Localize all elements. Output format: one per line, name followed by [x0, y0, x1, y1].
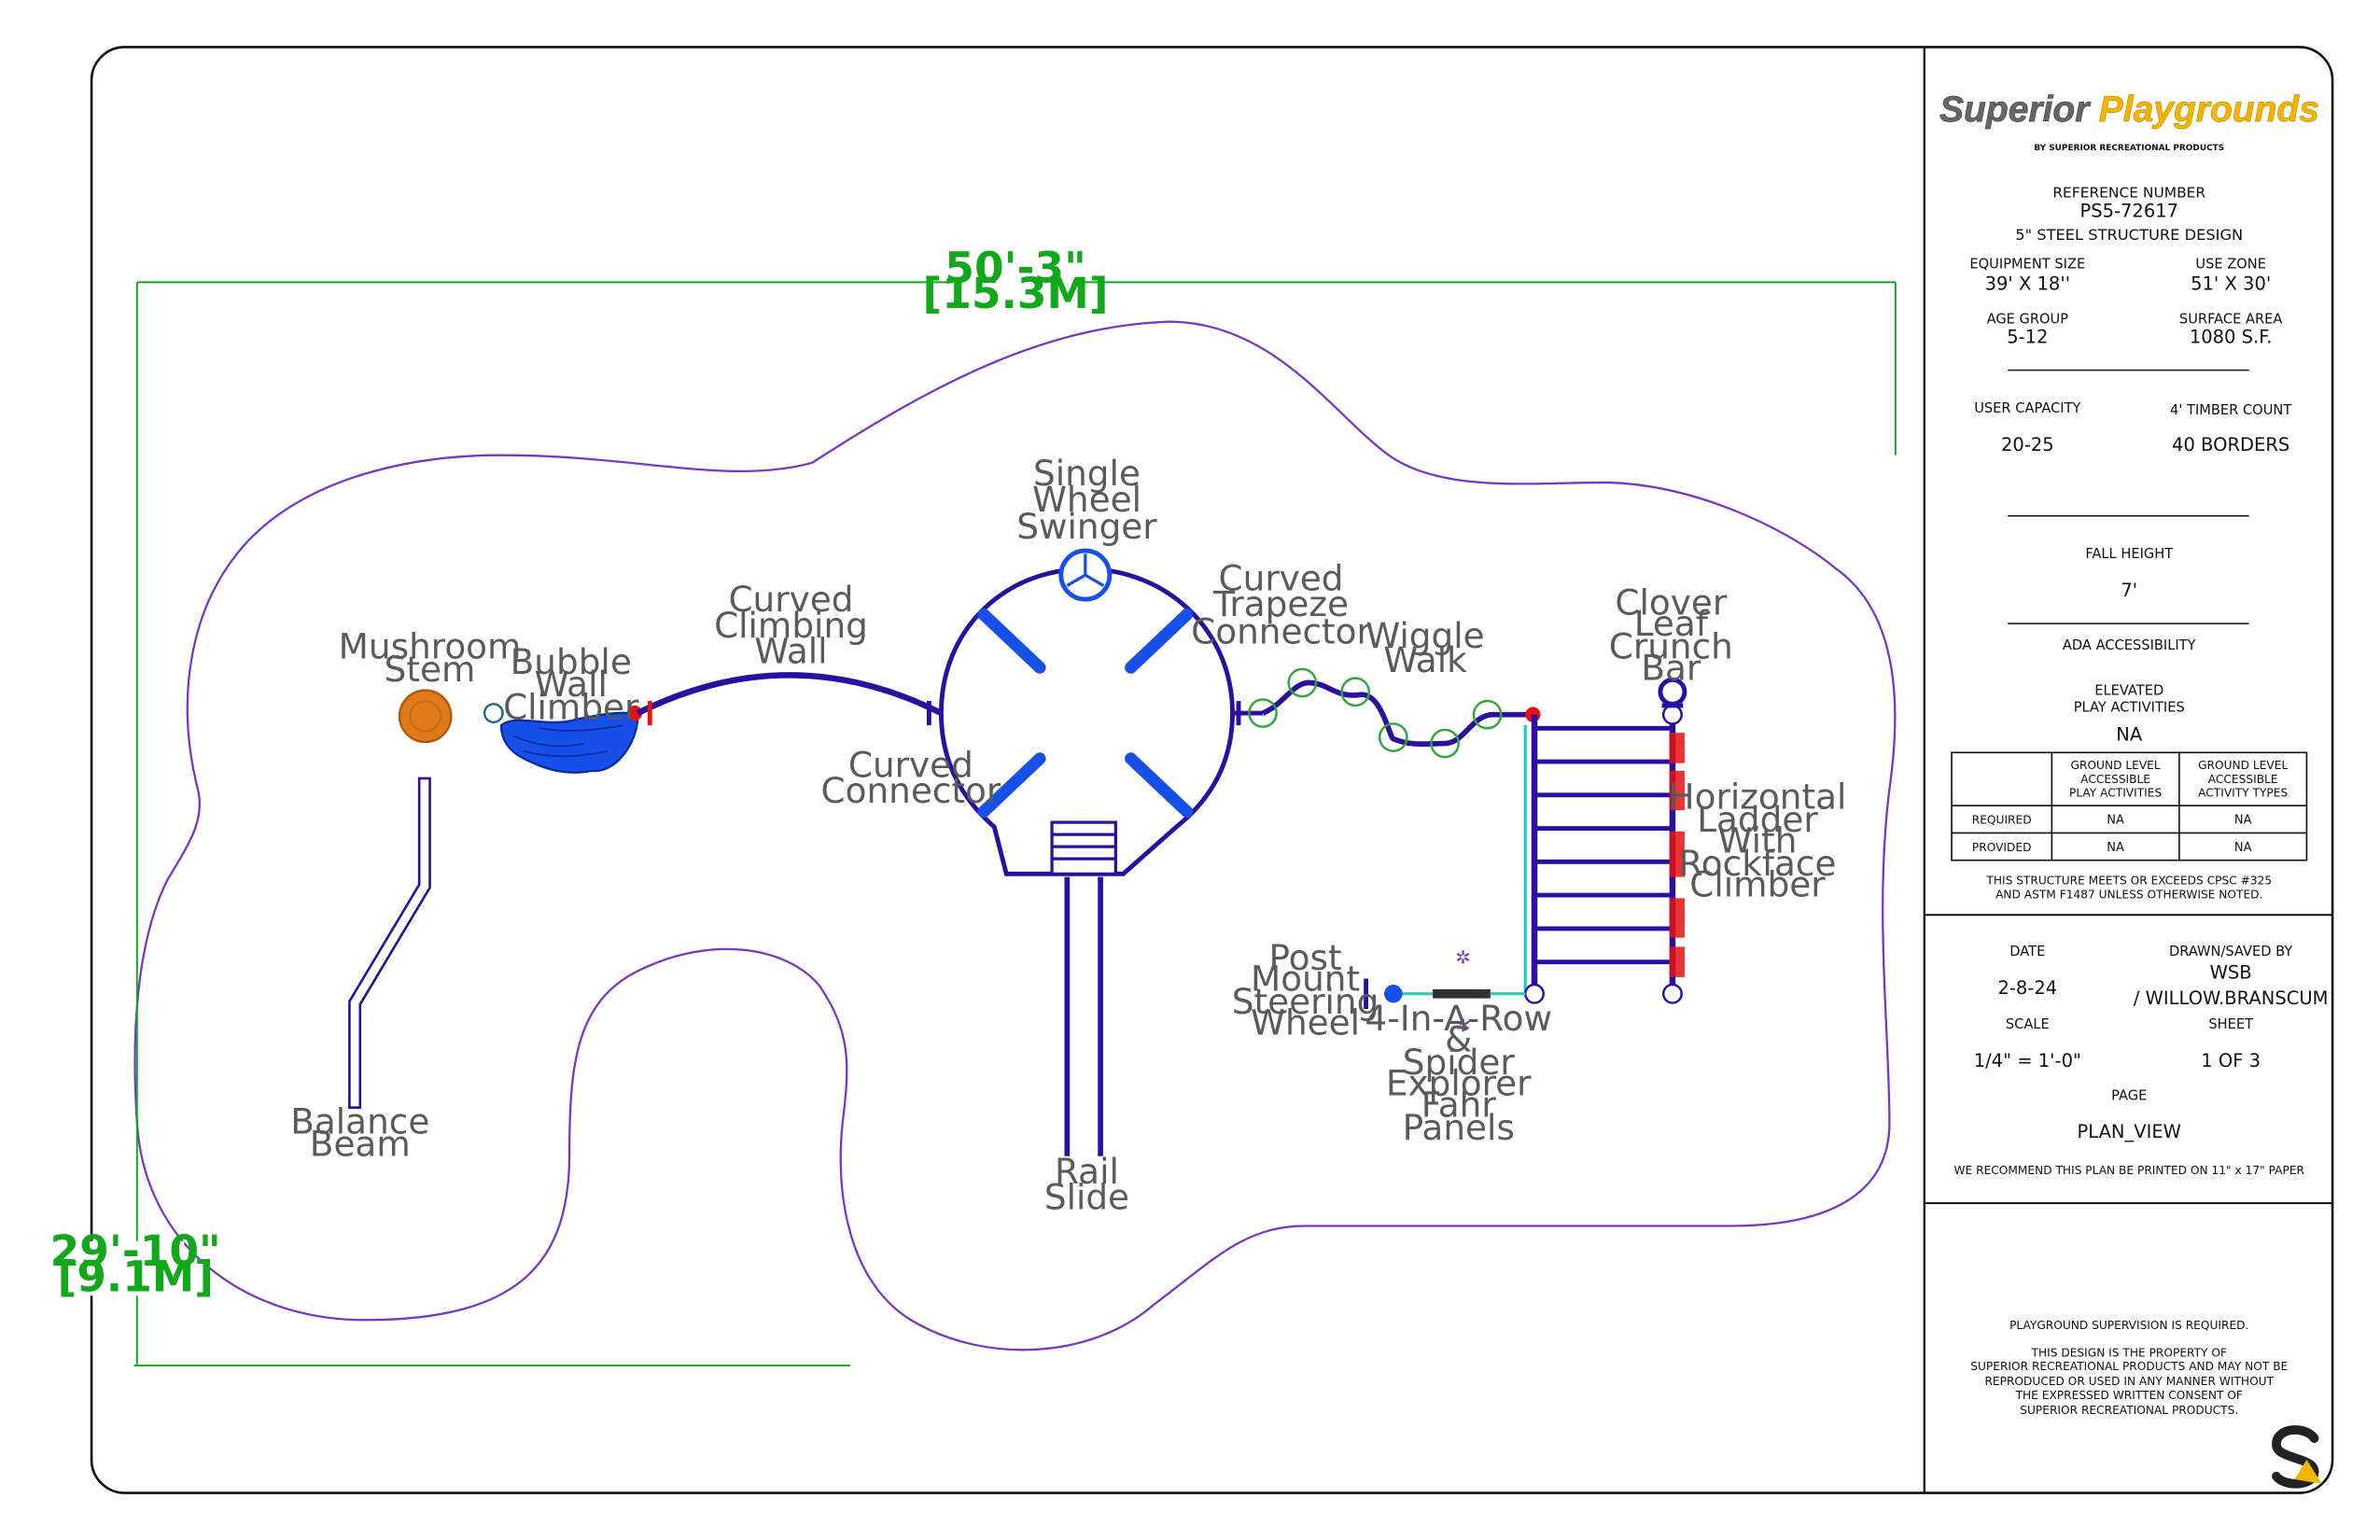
- logo-superior: Superior: [1939, 90, 2091, 130]
- property-line-5: SUPERIOR RECREATIONAL PRODUCTS.: [2020, 1404, 2238, 1417]
- balance-beam: [348, 777, 431, 1109]
- superior-s-mark-icon: [2272, 1425, 2322, 1489]
- page-label: PAGE: [2111, 1088, 2147, 1104]
- four-in-a-row-panels: ✲ ✲: [1364, 947, 1526, 1036]
- fall-height-label: FALL HEIGHT: [2085, 546, 2173, 562]
- date: 2-8-24: [1997, 977, 2057, 999]
- scale: 1/4" = 1'-0": [1974, 1050, 2081, 1071]
- structure-design: 5" STEEL STRUCTURE DESIGN: [2015, 226, 2243, 244]
- drawn-label: DRAWN/SAVED BY: [2169, 944, 2292, 959]
- use-zone: 51' X 30': [2191, 273, 2271, 294]
- table-row-provided: PROVIDED: [1972, 841, 2032, 854]
- central-deck: [938, 567, 1235, 876]
- wiggle-walk: [1232, 667, 1541, 759]
- equipment-size-label: EQUIPMENT SIZE: [1969, 257, 2085, 273]
- drawn-by-name: / WILLOW.BRANSCUM: [2134, 987, 2329, 1009]
- property-line-1: THIS DESIGN IS THE PROPERTY OF: [2031, 1346, 2227, 1359]
- depth-dimension: 29'-10" [9.1M]: [50, 1226, 221, 1302]
- sheet-border: [90, 46, 2334, 1494]
- property-line-2: SUPERIOR RECREATIONAL PRODUCTS AND MAY N…: [1970, 1360, 2288, 1373]
- rail-slide: [1064, 876, 1103, 1156]
- mushroom-ring: [409, 700, 441, 733]
- spider-marker-icon: ✲: [1455, 1015, 1470, 1036]
- timber-count: 40 BORDERS: [2172, 434, 2289, 455]
- supervision-note: PLAYGROUND SUPERVISION IS REQUIRED.: [2009, 1319, 2248, 1332]
- elevated-label-1: ELEVATED: [2094, 683, 2163, 699]
- fall-height: 7': [2121, 580, 2137, 601]
- width-dimension: 50'-3" [15.3M]: [133, 243, 1897, 1367]
- reference-label: REFERENCE NUMBER: [2052, 184, 2205, 201]
- compliance-line-1: THIS STRUCTURE MEETS OR EXCEEDS CPSC #32…: [1985, 875, 2272, 888]
- table-row-required: REQUIRED: [1972, 814, 2032, 827]
- property-line-3: REPRODUCED OR USED IN ANY MANNER WITHOUT: [1984, 1375, 2274, 1388]
- table-cell: NA: [2107, 841, 2124, 855]
- reference-number: PS5-72617: [2079, 200, 2178, 221]
- width-dimension-m: [15.3M]: [922, 269, 1108, 318]
- sheet-label: SHEET: [2208, 1016, 2253, 1032]
- age-group-label: AGE GROUP: [1987, 311, 2069, 327]
- width-dimension-ft: 50'-3": [945, 243, 1086, 292]
- clover-leaf-crunch-bar: [1658, 677, 1687, 708]
- scale-label: SCALE: [2006, 1016, 2050, 1032]
- property-line-4: THE EXPRESSED WRITTEN CONSENT OF: [2015, 1389, 2243, 1402]
- company-logo: Superior Playgrounds BY SUPERIOR RECREAT…: [1939, 90, 2320, 153]
- table-cell: NA: [2234, 814, 2252, 828]
- depth-dimension-m: [9.1M]: [57, 1252, 213, 1301]
- logo-playgrounds: Playgrounds: [2099, 90, 2319, 130]
- age-group: 5-12: [2007, 326, 2048, 347]
- date-label: DATE: [2009, 944, 2045, 959]
- timber-label: 4' TIMBER COUNT: [2170, 402, 2291, 418]
- drawn-by: WSB: [2210, 962, 2252, 984]
- ada-label: ADA ACCESSIBILITY: [2063, 637, 2196, 653]
- title-block: Superior Playgrounds BY SUPERIOR RECREAT…: [1924, 90, 2333, 1489]
- use-zone-label: USE ZONE: [2195, 257, 2266, 273]
- logo-subtitle: BY SUPERIOR RECREATIONAL PRODUCTS: [2034, 144, 2224, 153]
- horizontal-ladder: [1523, 704, 1685, 1004]
- curved-climbing-wall: [636, 672, 943, 716]
- sheet-number: 1 OF 3: [2201, 1050, 2261, 1071]
- use-zone-outline: [133, 320, 1897, 1351]
- elevated-label-2: PLAY ACTIVITIES: [2074, 699, 2185, 715]
- table-cell: NA: [2107, 814, 2124, 828]
- bubble-wall-climber: [483, 703, 643, 774]
- depth-dimension-ft: 29'-10": [50, 1226, 221, 1276]
- table-cell: NA: [2234, 841, 2252, 855]
- equipment-size: 39' X 18'': [1985, 273, 2070, 294]
- single-wheel-swinger: [1058, 548, 1113, 602]
- mushroom-stem-icon: [398, 689, 453, 744]
- compliance-line-2: AND ASTM F1487 UNLESS OTHERWISE NOTED.: [1995, 888, 2262, 901]
- print-note: WE RECOMMEND THIS PLAN BE PRINTED ON 11"…: [1953, 1164, 2304, 1177]
- surface-area-label: SURFACE AREA: [2179, 311, 2282, 327]
- surface-area: 1080 S.F.: [2190, 326, 2273, 347]
- spider-marker-icon: ✲: [1455, 947, 1470, 968]
- user-capacity: 20-25: [2001, 434, 2054, 455]
- elevated-value: NA: [2116, 723, 2143, 745]
- user-capacity-label: USER CAPACITY: [1974, 400, 2080, 416]
- page-name: PLAN_VIEW: [2078, 1121, 2181, 1142]
